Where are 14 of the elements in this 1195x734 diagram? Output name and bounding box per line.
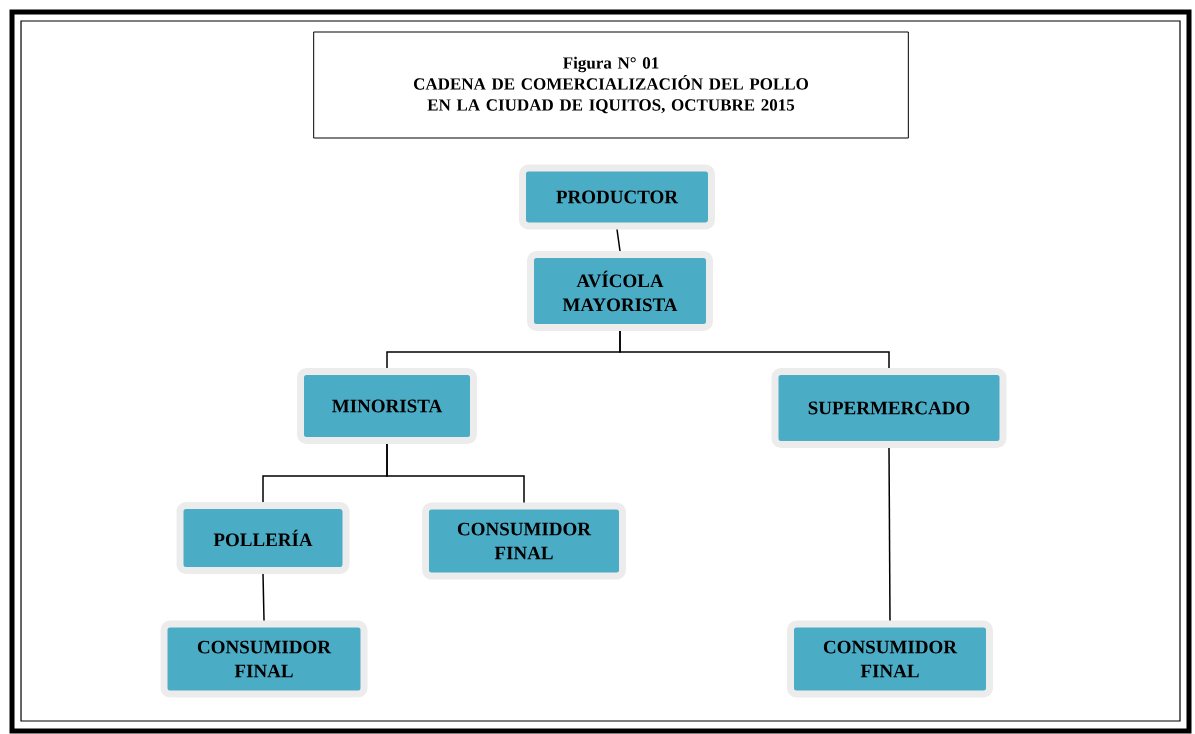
process-box: CONSUMIDOR FINAL: [160, 620, 368, 698]
process-box: SUPERMERCADO: [771, 368, 1007, 448]
process-box: AVÍCOLA MAYORISTA: [527, 251, 713, 331]
connector-line: [262, 573, 265, 622]
process-box: MINORISTA: [297, 368, 477, 444]
connector-line: [888, 447, 891, 622]
connector-line: [619, 330, 890, 369]
process-box: CONSUMIDOR FINAL: [422, 502, 626, 580]
title-box: Figura N° 01 CADENA DE COMERCIALIZACIÓN DEL POLLO EN LA CIUDAD DE IQUITOS, OCTUBRE 2015: [313, 31, 909, 139]
process-box: POLLERÍA: [176, 502, 350, 574]
connector-line: [616, 228, 621, 252]
process-box: PRODUCTOR: [519, 164, 715, 230]
process-box: CONSUMIDOR FINAL: [787, 620, 993, 698]
connector-line: [386, 443, 525, 504]
